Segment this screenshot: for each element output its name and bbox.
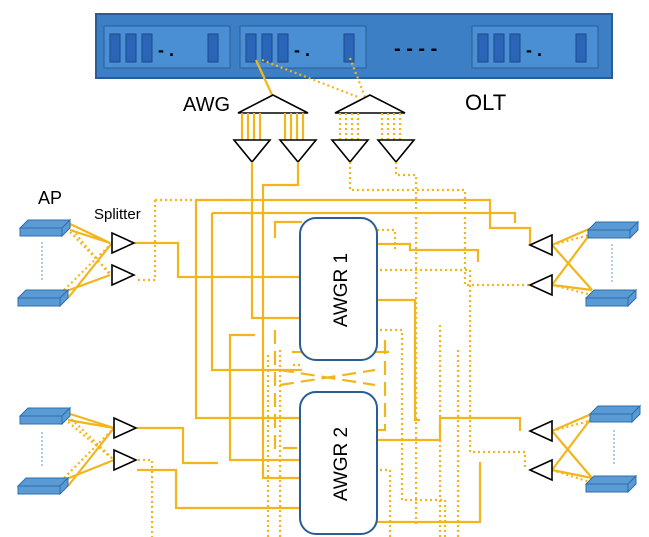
dotted-fibers — [138, 162, 530, 537]
awg-right-triangle — [334, 94, 406, 114]
card-gap-2: - . — [294, 40, 310, 60]
splitter-icon — [528, 233, 553, 257]
line-card-group-2: - . — [239, 25, 367, 69]
awgr-1-label: AWGR 1 — [331, 253, 352, 327]
splitter-icon — [528, 273, 553, 297]
splitter-awg-right-a — [330, 139, 370, 164]
dashed-fibers — [273, 330, 390, 450]
splitter-icon — [111, 263, 136, 287]
splitter-icon — [528, 419, 553, 443]
splitter-awg-right-b — [376, 139, 416, 164]
awgr-2-label: AWGR 2 — [331, 427, 352, 501]
awg-right — [330, 94, 416, 164]
line-card-group-3: - . — [471, 25, 599, 69]
ap-label: AP — [38, 188, 62, 208]
awgr-1-box — [299, 217, 378, 361]
splitter-icon — [111, 231, 136, 255]
awgr-1: AWGR 1 — [299, 217, 378, 361]
olt-awg1-fiber — [255, 59, 274, 98]
olt-label: OLT — [465, 90, 506, 115]
awg-left — [232, 94, 318, 164]
splitter-label: Splitter — [94, 206, 141, 223]
ap-cluster-top-left — [16, 218, 136, 308]
awgr-2: AWGR 2 — [299, 391, 378, 535]
solid-fibers — [135, 162, 532, 524]
awg-left-ports — [240, 113, 305, 140]
olt-ellipsis: - - - - — [394, 38, 437, 60]
awg-left-triangle — [237, 94, 309, 114]
awg-right-ports — [338, 113, 402, 140]
olt-awg2-fiber — [261, 58, 359, 99]
awgr-2-box — [299, 391, 378, 535]
ap-cluster-top-right — [528, 220, 640, 308]
awg-label: AWG — [183, 94, 230, 116]
ap-cluster-bottom-right — [528, 404, 642, 494]
card-gap-3: - . — [526, 40, 542, 60]
splitter-awg-left-b — [278, 139, 318, 164]
olt-awg2-fiber-b — [348, 57, 367, 98]
splitter-icon — [528, 458, 553, 482]
splitter-icon — [113, 416, 138, 440]
splitter-awg-left-a — [232, 139, 272, 164]
card-gap-1: - . — [158, 40, 174, 60]
line-card-group-1: - . — [103, 25, 231, 69]
ap-cluster-bottom-left — [16, 406, 138, 496]
splitter-icon — [113, 448, 138, 472]
